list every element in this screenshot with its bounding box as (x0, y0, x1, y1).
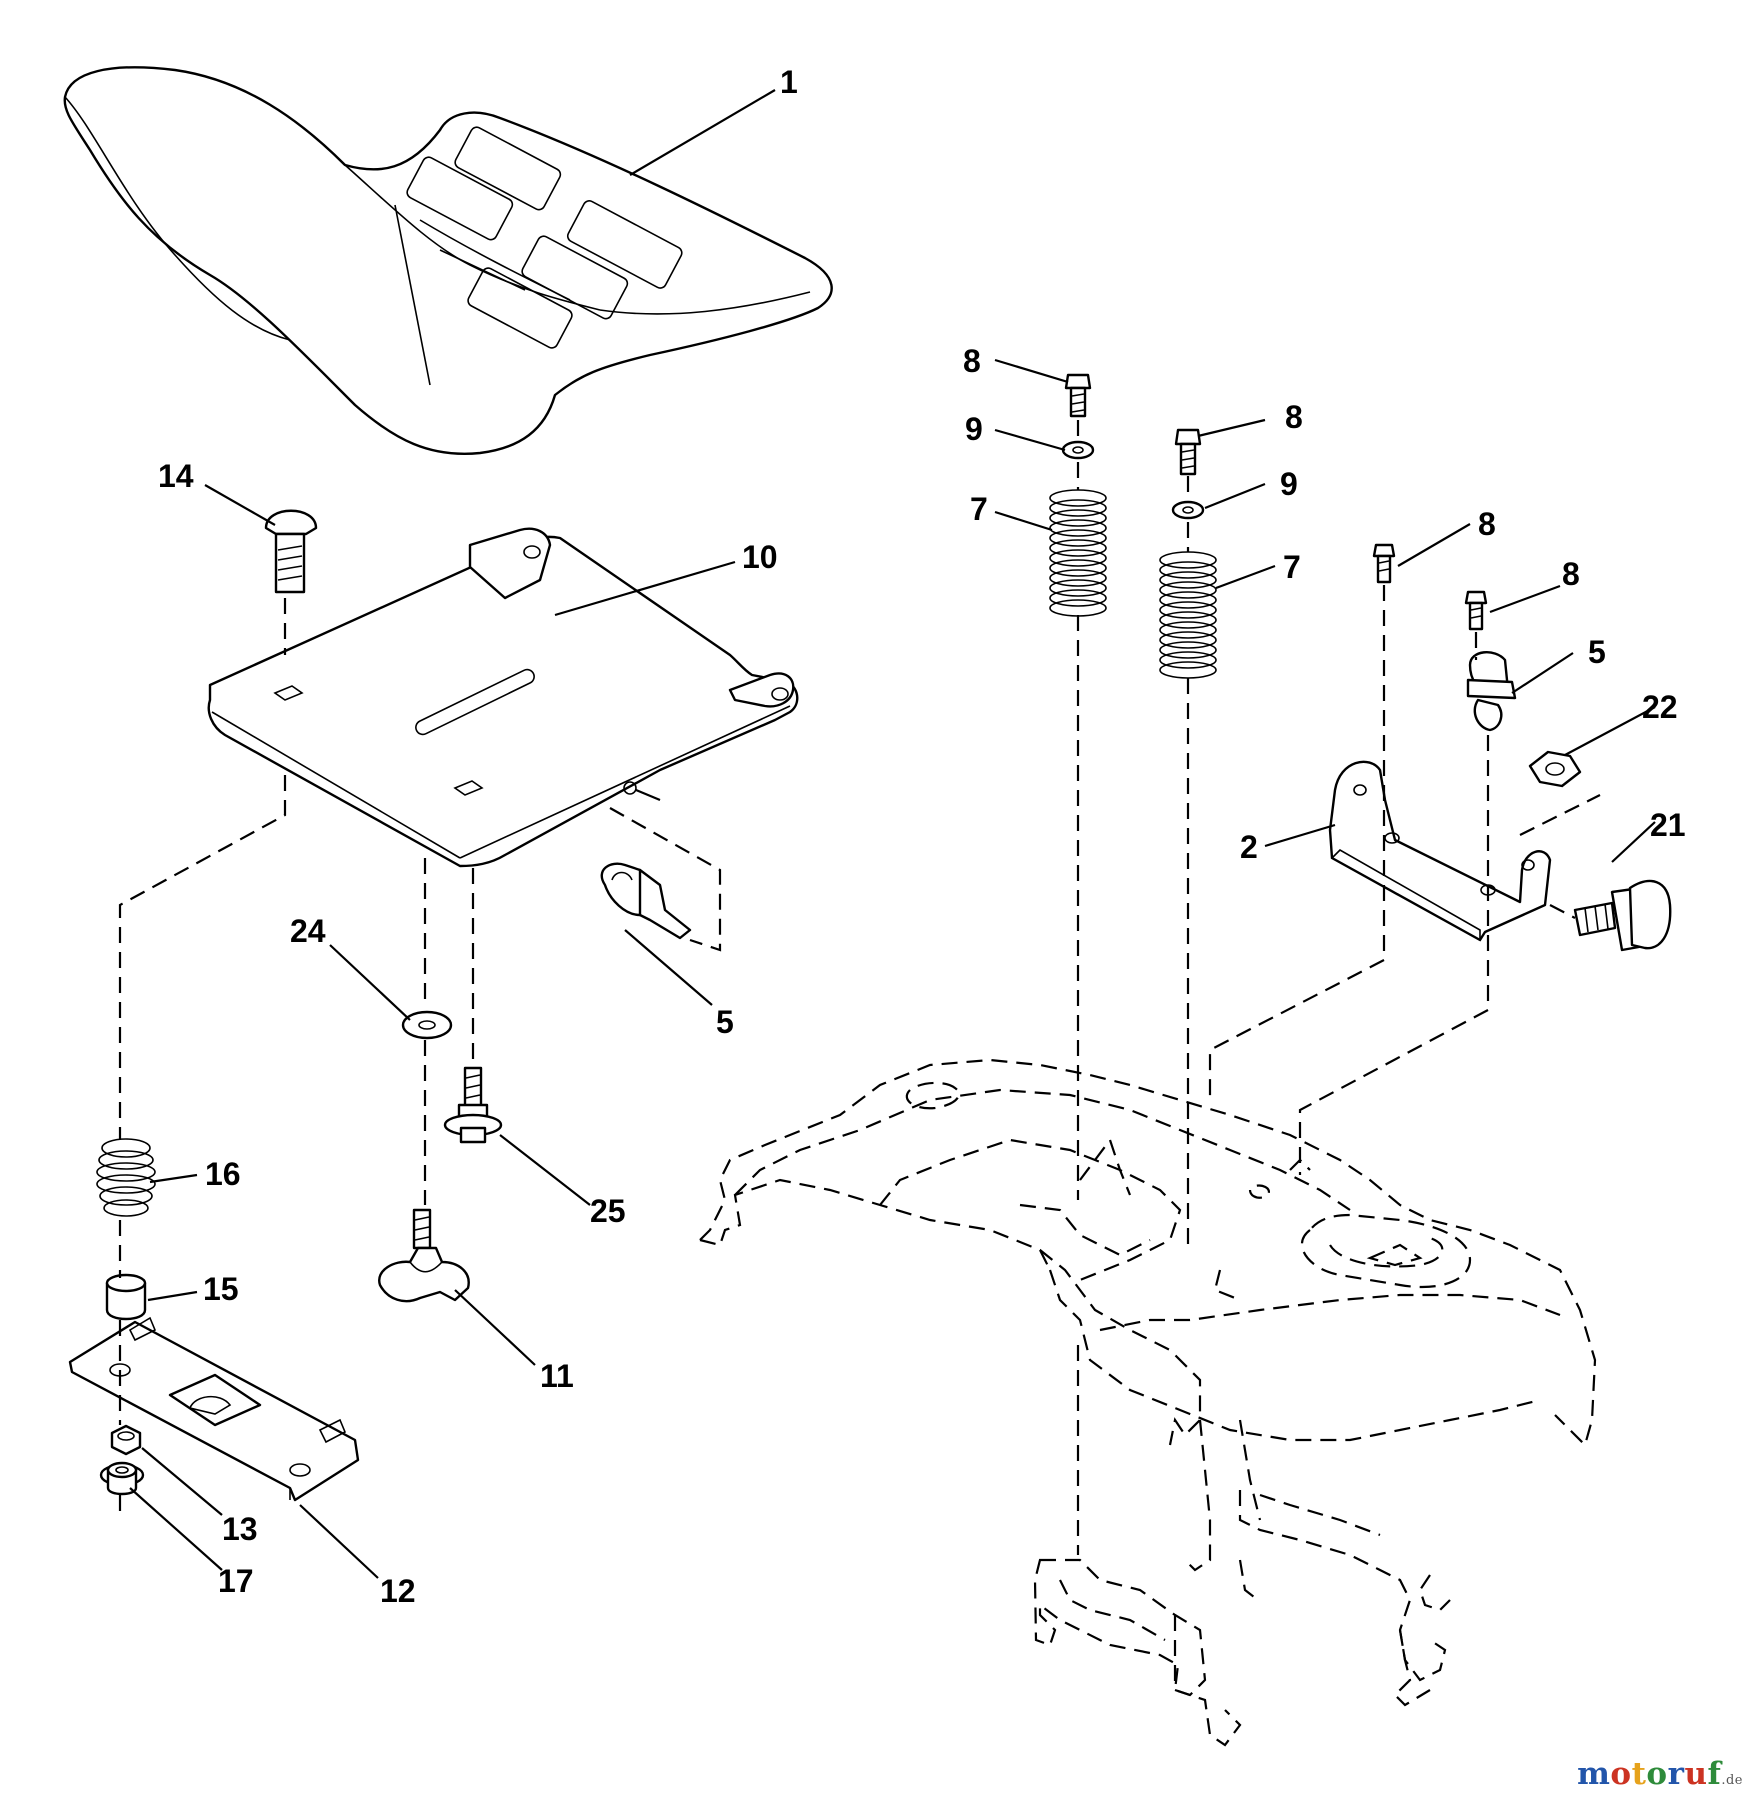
washer-24-hole (418, 1020, 436, 1030)
callout-9-b: 9 (1280, 466, 1298, 502)
watermark-letter: t (1631, 1756, 1647, 1792)
frame-legs-dashed (1033, 1490, 1451, 1747)
bushing-part (105, 1273, 147, 1321)
callout-14: 14 (158, 458, 194, 494)
bolt-8b-part (1174, 428, 1202, 476)
slide-plate-part (68, 1316, 360, 1502)
callout-9-a: 9 (965, 411, 983, 447)
callout-8-a: 8 (963, 343, 981, 379)
spring-7a-part (1049, 489, 1107, 617)
callout-2: 2 (1240, 829, 1258, 865)
spring-16-part (96, 1138, 156, 1217)
callout-21: 21 (1650, 807, 1686, 843)
nut-13-part (110, 1424, 142, 1456)
cable-clip-left-part (600, 862, 692, 940)
bolt-8a-part (1064, 373, 1092, 418)
spring-7b-part (1159, 551, 1217, 679)
watermark-letter: o (1610, 1756, 1632, 1792)
callout-11: 11 (540, 1358, 574, 1394)
callout-10: 10 (742, 539, 778, 575)
washer-9b-hole (1182, 506, 1194, 514)
watermark-suffix: .de (1721, 1773, 1743, 1788)
callout-5-right: 5 (1588, 634, 1606, 670)
callout-24: 24 (290, 913, 326, 949)
callout-13: 13 (222, 1511, 258, 1547)
shoulder-bolt-21-part (1573, 879, 1672, 952)
nut-22-part (1528, 750, 1582, 788)
washer-9a-hole (1072, 446, 1084, 454)
flange-nut-part (99, 1461, 145, 1496)
callout-8-b: 8 (1285, 399, 1303, 435)
callout-5-left: 5 (716, 1004, 734, 1040)
cable-clip-right-part (1466, 651, 1517, 732)
washer-9b-part (1171, 500, 1205, 520)
watermark-letter: m (1577, 1756, 1611, 1792)
callout-17: 17 (218, 1563, 254, 1599)
carriage-bolt-part (264, 509, 318, 594)
watermark-logo: motoruf.de (1577, 1756, 1743, 1792)
bolt-8c-part (1372, 543, 1396, 584)
washer-9a-part (1061, 440, 1095, 460)
callout-22: 22 (1642, 689, 1678, 725)
callout-12: 12 (380, 1573, 416, 1609)
callout-7-b: 7 (1283, 549, 1301, 585)
watermark-letter: o (1646, 1756, 1668, 1792)
watermark-letter: u (1684, 1756, 1708, 1792)
callout-8-d: 8 (1562, 556, 1580, 592)
bracket-part (1328, 760, 1552, 942)
callout-7-a: 7 (970, 491, 988, 527)
watermark-letter: f (1707, 1756, 1722, 1792)
callout-15: 15 (203, 1271, 239, 1307)
leader-lines (129, 89, 1656, 1579)
washer-24-part (401, 1010, 453, 1040)
callout-8-c: 8 (1478, 506, 1496, 542)
watermark-letter: r (1667, 1756, 1685, 1792)
assembly-lines-dashed (118, 420, 1601, 1555)
wing-nut-part (378, 1208, 470, 1303)
shoulder-bolt-part (443, 1066, 503, 1144)
bolt-8d-part (1464, 590, 1488, 631)
seat-part (63, 66, 833, 455)
callout-labels: 1 14 10 24 5 16 15 25 11 13 17 12 8 9 7 … (158, 64, 1686, 1609)
callout-25: 25 (590, 1193, 626, 1229)
callout-16: 16 (205, 1156, 241, 1192)
callout-1: 1 (780, 64, 798, 100)
seat-pan-part (207, 527, 799, 868)
tractor-frame-dashed (699, 1058, 1597, 1572)
